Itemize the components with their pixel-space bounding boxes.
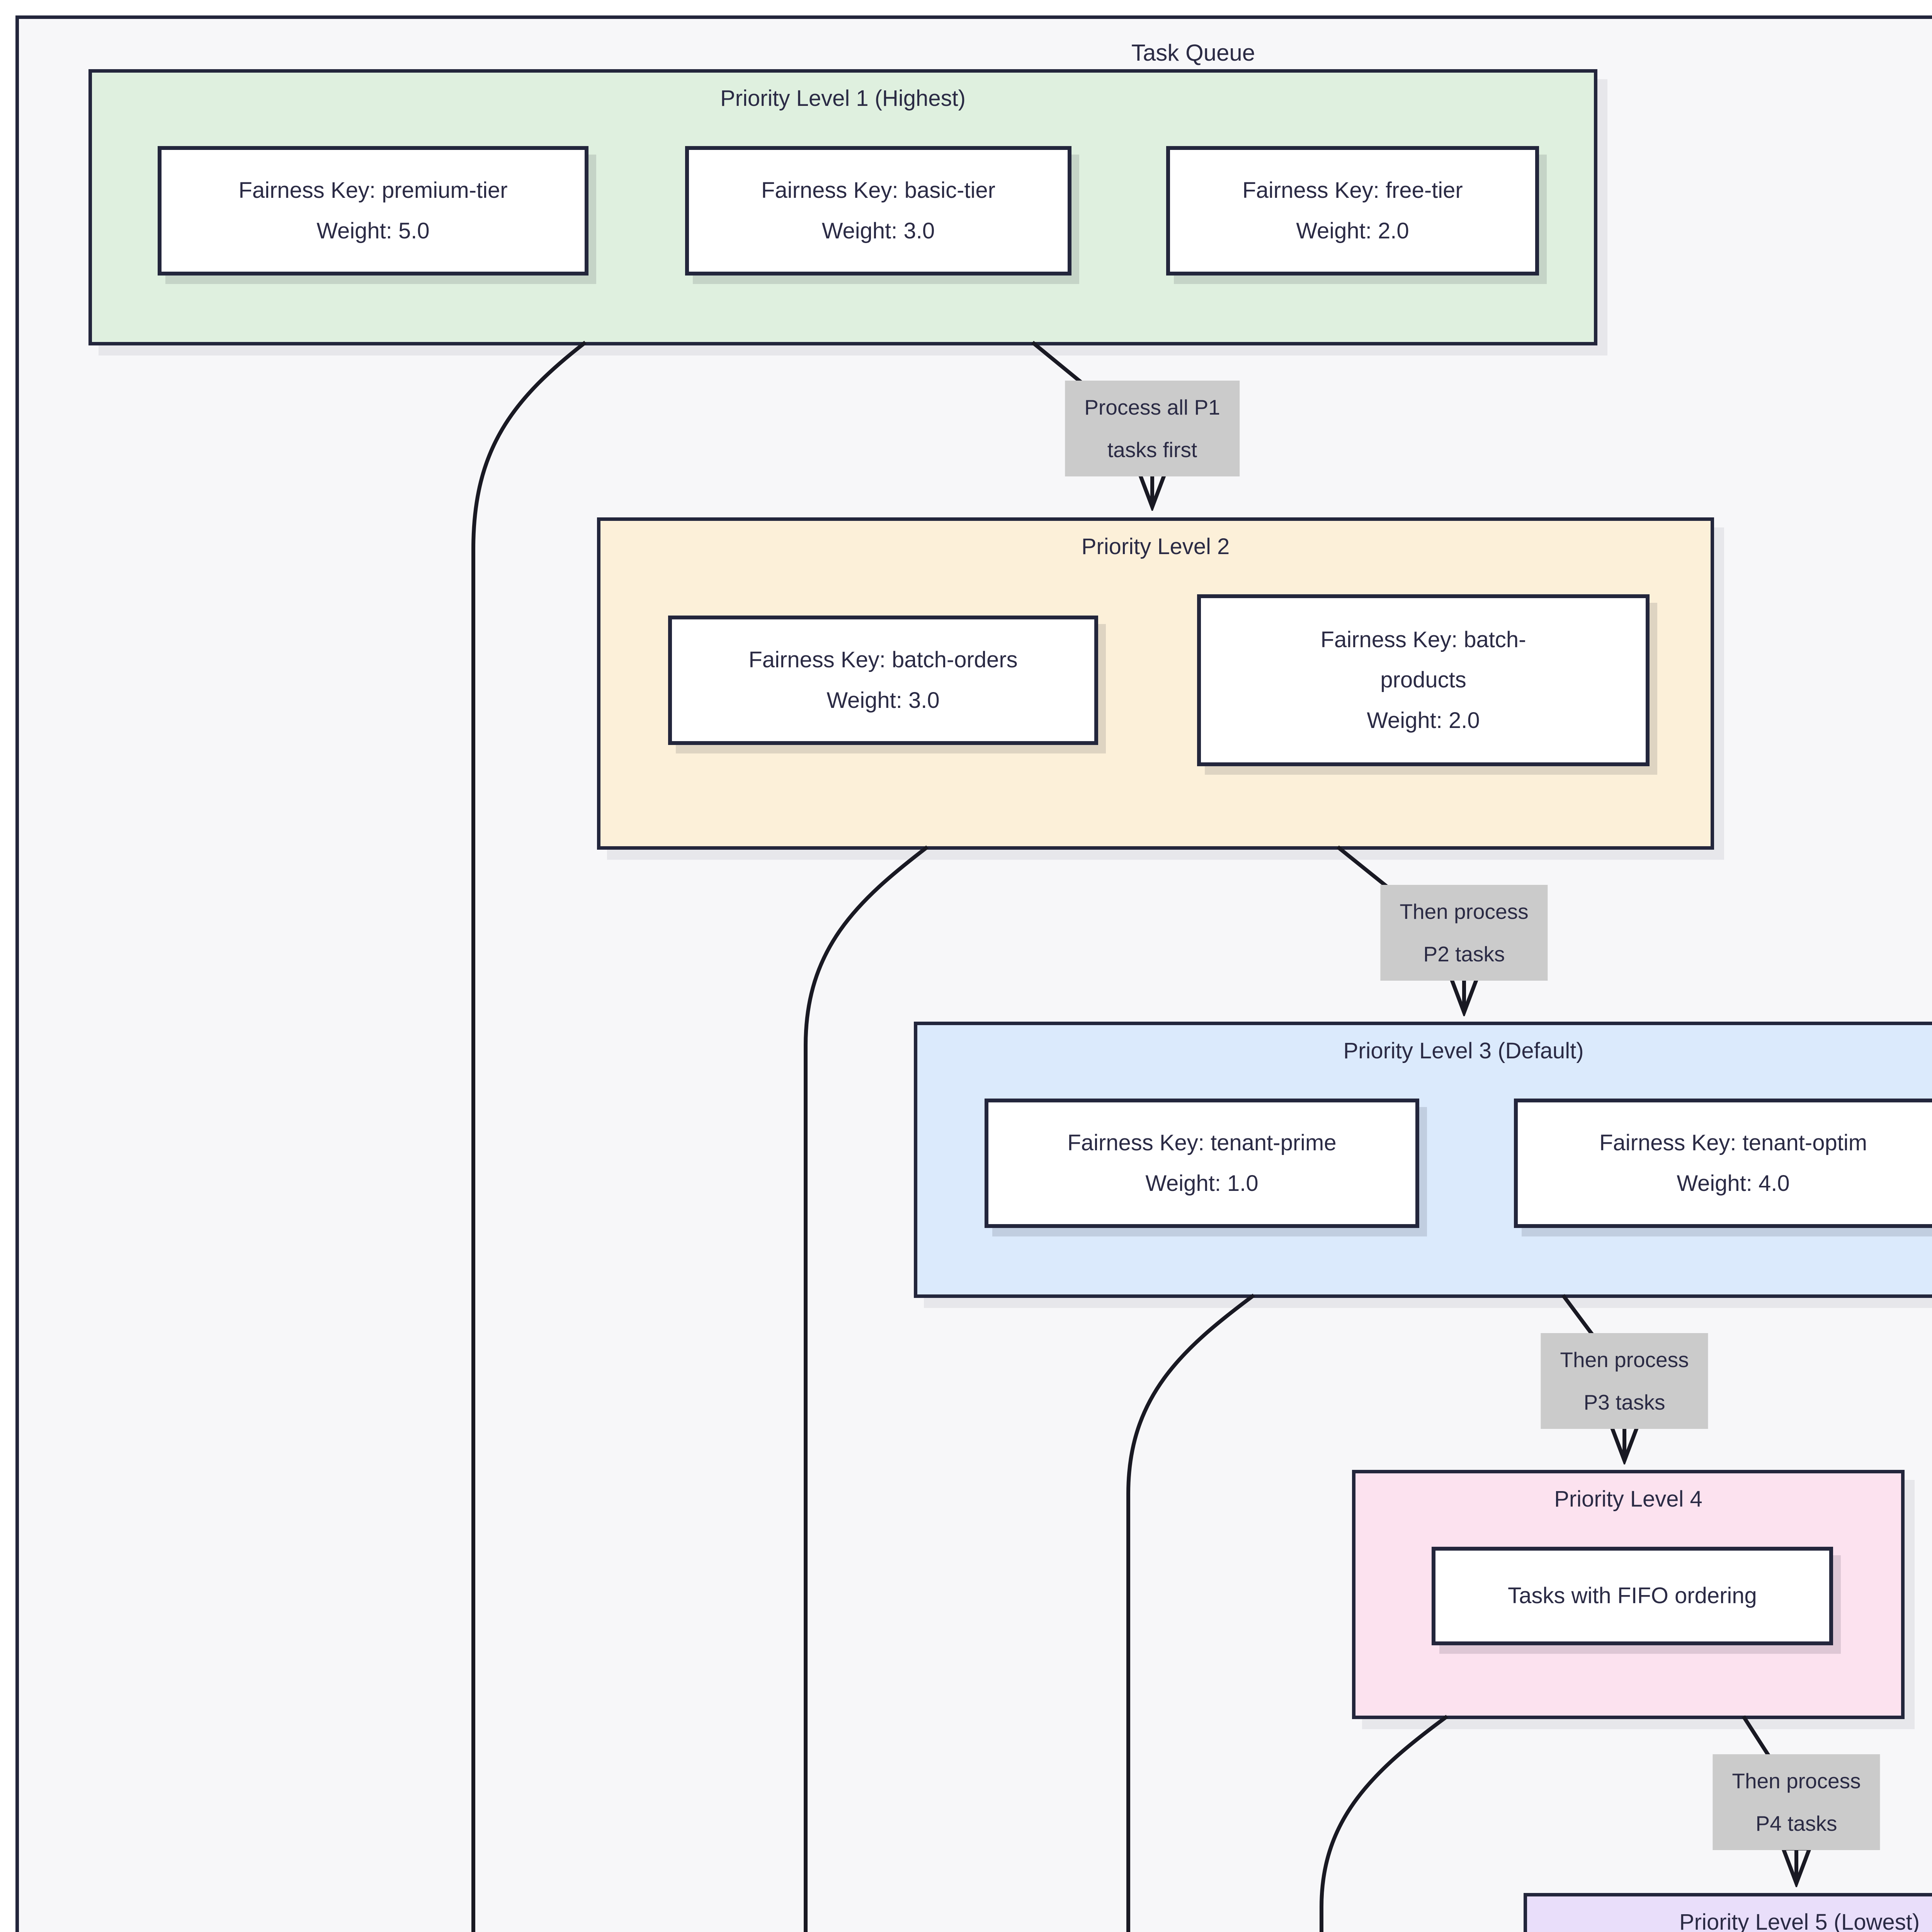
node-line: Fairness Key: basic-tier: [761, 178, 995, 203]
priority-level-2-group: Priority Level 2 Fairness Key: batch-ord…: [597, 517, 1714, 850]
edge-label-line: Then process: [1732, 1769, 1861, 1793]
edge-label-line: tasks first: [1107, 438, 1197, 462]
fairness-node-batch-orders: Fairness Key: batch-orders Weight: 3.0: [668, 616, 1098, 745]
priority-level-5-title: Priority Level 5 (Lowest): [1679, 1910, 1920, 1932]
edge-label-then-process-p3: Then process P3 tasks: [1541, 1333, 1708, 1429]
edge-label-line: P3 tasks: [1583, 1390, 1665, 1414]
node-line: Tasks with FIFO ordering: [1508, 1583, 1757, 1609]
edge-label-then-process-p4: Then process P4 tasks: [1713, 1754, 1880, 1850]
fairness-node-free-tier: Fairness Key: free-tier Weight: 2.0: [1166, 146, 1539, 276]
priority-level-4-group: Priority Level 4 Tasks with FIFO orderin…: [1352, 1470, 1905, 1719]
edge-label-line: P2 tasks: [1423, 942, 1505, 966]
node-line: Fairness Key: tenant-prime: [1067, 1130, 1337, 1156]
task-queue-title: Task Queue: [1131, 40, 1255, 66]
edge-label-line: Then process: [1400, 900, 1529, 923]
node-line: Weight: 3.0: [821, 218, 935, 243]
priority-level-1-title: Priority Level 1 (Highest): [720, 86, 966, 111]
node-line: products: [1380, 667, 1466, 693]
node-line: Weight: 1.0: [1145, 1170, 1259, 1196]
priority-level-2-title: Priority Level 2: [1081, 534, 1230, 559]
priority-level-3-group: Priority Level 3 (Default) Fairness Key:…: [914, 1022, 1932, 1298]
edge-label-line: Then process: [1560, 1348, 1689, 1372]
node-line: Fairness Key: tenant-optim: [1599, 1130, 1867, 1156]
node-line: Weight: 2.0: [1296, 218, 1409, 243]
node-line: Fairness Key: premium-tier: [238, 178, 508, 203]
node-line: Fairness Key: free-tier: [1242, 178, 1463, 203]
fifo-node-p4: Tasks with FIFO ordering: [1432, 1547, 1833, 1645]
node-line: Fairness Key: batch-: [1320, 627, 1526, 652]
edge-label-process-all-p1: Process all P1 tasks first: [1065, 381, 1240, 476]
priority-level-1-group: Priority Level 1 (Highest) Fairness Key:…: [88, 69, 1597, 345]
fairness-node-premium-tier: Fairness Key: premium-tier Weight: 5.0: [158, 146, 588, 276]
edge-label-line: P4 tasks: [1755, 1811, 1837, 1835]
node-line: Weight: 5.0: [316, 218, 430, 243]
fairness-node-batch-products: Fairness Key: batch- products Weight: 2.…: [1197, 594, 1650, 766]
edge-label-then-process-p2: Then process P2 tasks: [1380, 885, 1548, 981]
node-line: Weight: 4.0: [1677, 1170, 1790, 1196]
task-queue-container: Task Queue Priority Level 1 (Highest) Fa…: [15, 15, 1932, 1932]
priority-level-5-group: Priority Level 5 (Lowest) Tasks with FIF…: [1524, 1893, 1932, 1932]
node-line: Weight: 2.0: [1367, 707, 1480, 733]
priority-level-4-title: Priority Level 4: [1554, 1486, 1702, 1512]
edge-label-line: Process all P1: [1084, 395, 1220, 419]
node-line: Weight: 3.0: [827, 687, 940, 713]
fairness-node-tenant-optim: Fairness Key: tenant-optim Weight: 4.0: [1514, 1099, 1932, 1228]
priority-level-3-title: Priority Level 3 (Default): [1343, 1038, 1584, 1063]
node-line: Fairness Key: batch-orders: [748, 647, 1018, 673]
fairness-node-tenant-prime: Fairness Key: tenant-prime Weight: 1.0: [985, 1099, 1419, 1228]
fairness-node-basic-tier: Fairness Key: basic-tier Weight: 3.0: [685, 146, 1071, 276]
